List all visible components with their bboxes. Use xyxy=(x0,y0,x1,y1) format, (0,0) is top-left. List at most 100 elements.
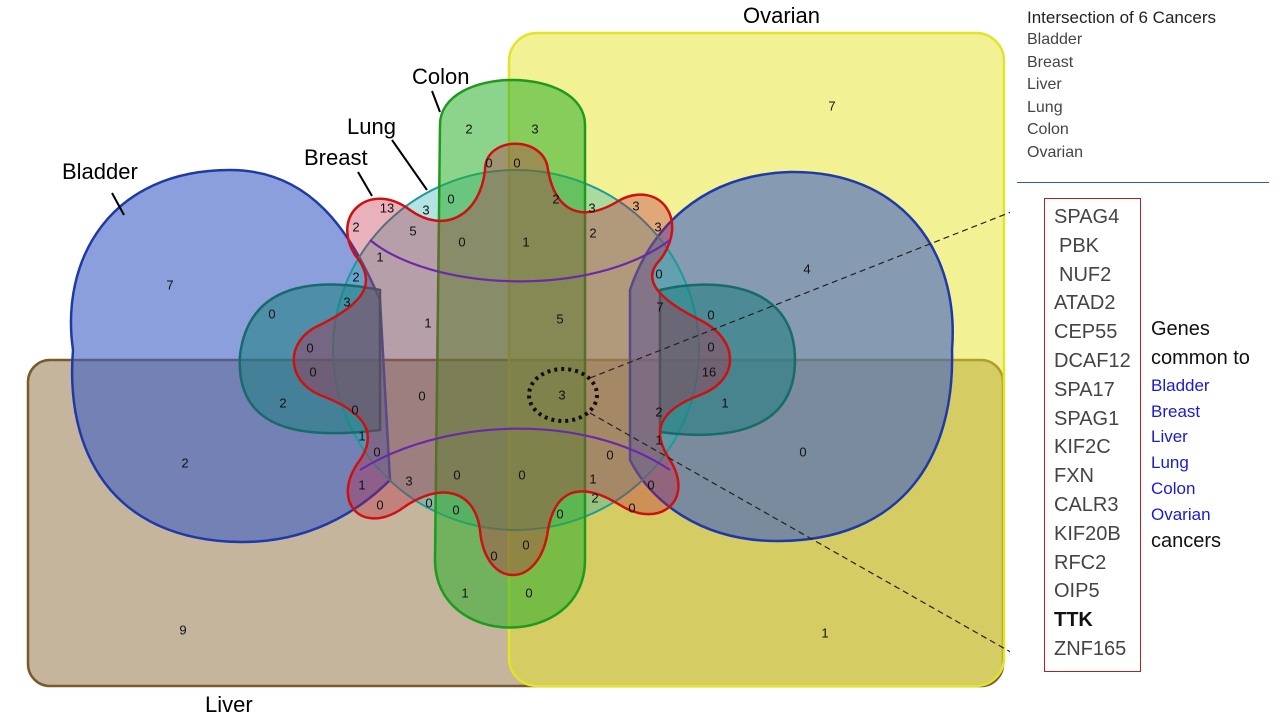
cancer-name: Ovarian xyxy=(1151,504,1211,524)
region-count: 0 xyxy=(376,498,383,513)
gene-item: RFC2 xyxy=(1054,551,1107,574)
region-count: 0 xyxy=(351,403,358,418)
region-count: 0 xyxy=(799,445,806,460)
common-line: common to xyxy=(1151,347,1250,369)
legend-item: Liver xyxy=(1027,76,1062,93)
gene-item: OIP5 xyxy=(1054,580,1100,603)
region-count: 3 xyxy=(531,122,538,137)
region-count: 0 xyxy=(606,448,613,463)
gene-item: DCAF12 xyxy=(1054,349,1131,372)
region-count: 0 xyxy=(485,156,492,171)
highlight-ring xyxy=(527,367,599,423)
region-count: 2 xyxy=(181,456,188,471)
breast-set-shape xyxy=(292,142,732,577)
region-count: 2 xyxy=(552,192,559,207)
callout-line-top xyxy=(589,211,1010,379)
region-count: 0 xyxy=(268,307,275,322)
bladder-set-shape xyxy=(69,168,392,544)
common-line: Genes xyxy=(1151,318,1210,340)
leader-colon xyxy=(431,90,441,113)
legend-item: Breast xyxy=(1027,53,1074,71)
region-count: 0 xyxy=(458,235,465,250)
region-count: 0 xyxy=(452,503,459,518)
label-ovarian: Ovarian xyxy=(743,3,820,28)
cancer-name: Lung xyxy=(1151,453,1189,473)
common-caption: Genes common to Bladder Breast Liver Lun… xyxy=(1151,315,1276,556)
leader-lung xyxy=(391,139,428,191)
region-count: 0 xyxy=(513,156,520,171)
gene-item: ATAD2 xyxy=(1054,292,1116,315)
cancer-name: Bladder xyxy=(1151,376,1210,395)
gene-item: FXN xyxy=(1054,465,1094,488)
region-count: 3 xyxy=(343,295,350,310)
gene-item: NUF2 xyxy=(1059,263,1112,286)
region-count: 0 xyxy=(707,308,714,323)
region-count: 5 xyxy=(409,224,416,239)
region-count: 2 xyxy=(465,122,472,137)
region-count: 0 xyxy=(306,341,313,356)
gene-item: PBK xyxy=(1059,234,1100,257)
region-count: 3 xyxy=(632,199,639,214)
region-count: 0 xyxy=(309,365,316,380)
cancer-name: Colon xyxy=(1151,478,1196,498)
label-bladder: Bladder xyxy=(62,159,138,184)
cancer-name: Liver xyxy=(1151,427,1188,447)
region-count: 3 xyxy=(588,201,595,216)
region-count: 2 xyxy=(352,220,359,235)
region-count: 0 xyxy=(453,468,460,483)
leader-breast xyxy=(357,171,373,197)
region-count: 1 xyxy=(358,478,365,493)
region-count: 1 xyxy=(821,626,828,641)
region-count: 2 xyxy=(655,405,662,420)
region-count: 2 xyxy=(591,491,598,506)
region-count: 3 xyxy=(654,220,661,235)
region-count: 3 xyxy=(422,203,429,218)
region-count: 0 xyxy=(447,192,454,207)
region-count: 7 xyxy=(828,99,835,114)
cancer-name: Breast xyxy=(1151,401,1201,421)
region-count: 0 xyxy=(525,586,532,601)
legend-item: Lung xyxy=(1027,98,1063,116)
legend: Intersection of 6 Cancers Bladder Breast… xyxy=(1027,7,1272,164)
label-liver: Liver xyxy=(205,692,253,717)
legend-item: Bladder xyxy=(1027,31,1083,48)
common-line: cancers xyxy=(1151,530,1222,553)
colon-set-shape xyxy=(433,78,587,629)
legend-item: Ovarian xyxy=(1027,143,1084,161)
region-count: 9 xyxy=(179,623,186,638)
region-count: 5 xyxy=(556,312,563,327)
region-count: 0 xyxy=(490,549,497,564)
leader-bladder xyxy=(111,192,125,216)
colon-left-lobe-shape xyxy=(238,283,382,435)
venn-diagram: Bladder Breast Lung Colon Ovarian Liver … xyxy=(26,3,1010,717)
region-count: 0 xyxy=(628,501,635,516)
region-count: 4 xyxy=(803,262,810,277)
gene-item: CEP55 xyxy=(1054,321,1118,344)
region-count: 16 xyxy=(702,365,716,380)
region-count: 1 xyxy=(376,250,383,265)
region-count: 13 xyxy=(380,201,394,216)
legend-item: Colon xyxy=(1027,121,1069,138)
region-count: 0 xyxy=(522,538,529,553)
region-count: 0 xyxy=(518,468,525,483)
breast-lung-bottom-arc xyxy=(359,427,671,471)
region-count: 1 xyxy=(358,429,365,444)
gene-item: SPAG1 xyxy=(1054,407,1120,430)
label-lung: Lung xyxy=(347,114,396,139)
region-count: 7 xyxy=(656,300,663,315)
region-count: 0 xyxy=(418,389,425,404)
region-count: 3 xyxy=(405,474,412,489)
region-count: 7 xyxy=(166,278,173,293)
region-count: 1 xyxy=(424,316,431,331)
region-count: 1 xyxy=(589,472,596,487)
region-count: 1 xyxy=(522,235,529,250)
region-count: 2 xyxy=(352,270,359,285)
callout-line-bottom xyxy=(589,412,1010,653)
gene-item: KIF20B xyxy=(1054,522,1121,545)
region-count: 0 xyxy=(425,496,432,511)
region-count: 2 xyxy=(589,226,596,241)
breast-lung-top-arc xyxy=(369,239,671,283)
region-count: 0 xyxy=(647,478,654,493)
region-count: 0 xyxy=(373,445,380,460)
region-count: 1 xyxy=(721,396,728,411)
